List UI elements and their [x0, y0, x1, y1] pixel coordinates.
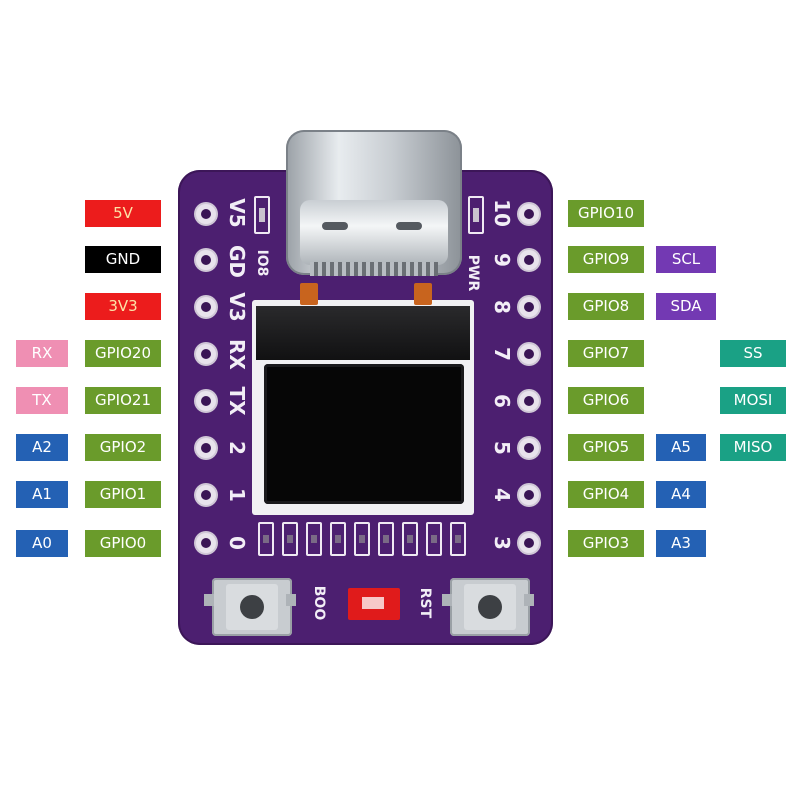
silk-v3: V3 — [225, 292, 249, 322]
label-ss: SS — [720, 340, 786, 367]
smd-component — [354, 522, 370, 556]
pin-pad-right — [519, 485, 539, 505]
silk-pwr: PWR — [465, 254, 481, 292]
smd-component — [378, 522, 394, 556]
red-switch[interactable] — [348, 588, 400, 620]
label-gpio9: GPIO9 — [568, 246, 644, 273]
label-gpio0: GPIO0 — [85, 530, 161, 557]
label-sda: SDA — [656, 293, 716, 320]
pin-pad-left — [196, 533, 216, 553]
label-5v: 5V — [85, 200, 161, 227]
usb-slot-right — [396, 222, 422, 230]
reset-button-tab — [442, 594, 452, 606]
label-gpio3: GPIO3 — [568, 530, 644, 557]
silk-1: 1 — [225, 488, 249, 502]
pin-pad-left — [196, 391, 216, 411]
boot-button-tab — [286, 594, 296, 606]
oled-glass-top — [256, 306, 470, 360]
smd-component — [402, 522, 418, 556]
smd-component — [282, 522, 298, 556]
reset-button-cap — [478, 595, 502, 619]
label-a4: A4 — [656, 481, 706, 508]
pin-pad-right — [519, 438, 539, 458]
usb-pins — [310, 262, 438, 276]
silk-4: 4 — [490, 488, 514, 502]
boot-button-cap — [240, 595, 264, 619]
pin-pad-right — [519, 204, 539, 224]
oled-flex-left — [300, 283, 318, 305]
boot-button-tab — [204, 594, 214, 606]
io8-led — [254, 196, 270, 234]
label-3v3: 3V3 — [85, 293, 161, 320]
label-gpio20: GPIO20 — [85, 340, 161, 367]
silk-v5: V5 — [225, 198, 249, 228]
pin-pad-left — [196, 250, 216, 270]
smd-component — [426, 522, 442, 556]
silk-gd: GD — [225, 245, 249, 279]
pin-pad-left — [196, 485, 216, 505]
smd-component — [450, 522, 466, 556]
usb-c-port — [300, 200, 448, 265]
label-gpio10: GPIO10 — [568, 200, 644, 227]
label-gpio5: GPIO5 — [568, 434, 644, 461]
silk-5: 5 — [490, 441, 514, 455]
pin-pad-left — [196, 344, 216, 364]
silk-io8: IO8 — [254, 249, 270, 277]
smd-component — [258, 522, 274, 556]
label-rx: RX — [16, 340, 68, 367]
label-a3: A3 — [656, 530, 706, 557]
reset-button-tab — [524, 594, 534, 606]
label-gpio21: GPIO21 — [85, 387, 161, 414]
silk-8: 8 — [490, 300, 514, 314]
pin-pad-left — [196, 204, 216, 224]
silk-3: 3 — [490, 536, 514, 550]
silk-rst: RST — [417, 587, 433, 619]
smd-component — [330, 522, 346, 556]
label-gpio8: GPIO8 — [568, 293, 644, 320]
silk-tx: TX — [225, 386, 249, 416]
silk-10: 10 — [490, 199, 514, 227]
smd-component-row — [258, 520, 482, 562]
label-a5: A5 — [656, 434, 706, 461]
pwr-led — [468, 196, 484, 234]
label-a1: A1 — [16, 481, 68, 508]
usb-slot-left — [322, 222, 348, 230]
label-gpio4: GPIO4 — [568, 481, 644, 508]
silk-0: 0 — [225, 536, 249, 550]
label-gpio2: GPIO2 — [85, 434, 161, 461]
label-miso: MISO — [720, 434, 786, 461]
label-gpio7: GPIO7 — [568, 340, 644, 367]
silk-9: 9 — [490, 253, 514, 267]
oled-flex-right — [414, 283, 432, 305]
silk-6: 6 — [490, 394, 514, 408]
label-a0: A0 — [16, 530, 68, 557]
label-scl: SCL — [656, 246, 716, 273]
pin-pad-left — [196, 297, 216, 317]
label-a2: A2 — [16, 434, 68, 461]
pin-pad-right — [519, 250, 539, 270]
oled-screen — [264, 364, 464, 504]
pin-pad-left — [196, 438, 216, 458]
smd-component — [306, 522, 322, 556]
silk-2: 2 — [225, 441, 249, 455]
silk-rx: RX — [225, 339, 249, 370]
pin-pad-right — [519, 297, 539, 317]
label-gnd: GND — [85, 246, 161, 273]
label-gpio6: GPIO6 — [568, 387, 644, 414]
pin-pad-right — [519, 344, 539, 364]
label-tx: TX — [16, 387, 68, 414]
pin-pad-right — [519, 533, 539, 553]
silk-7: 7 — [490, 347, 514, 361]
silk-boot: BOO — [311, 585, 327, 621]
label-gpio1: GPIO1 — [85, 481, 161, 508]
pin-pad-right — [519, 391, 539, 411]
label-mosi: MOSI — [720, 387, 786, 414]
